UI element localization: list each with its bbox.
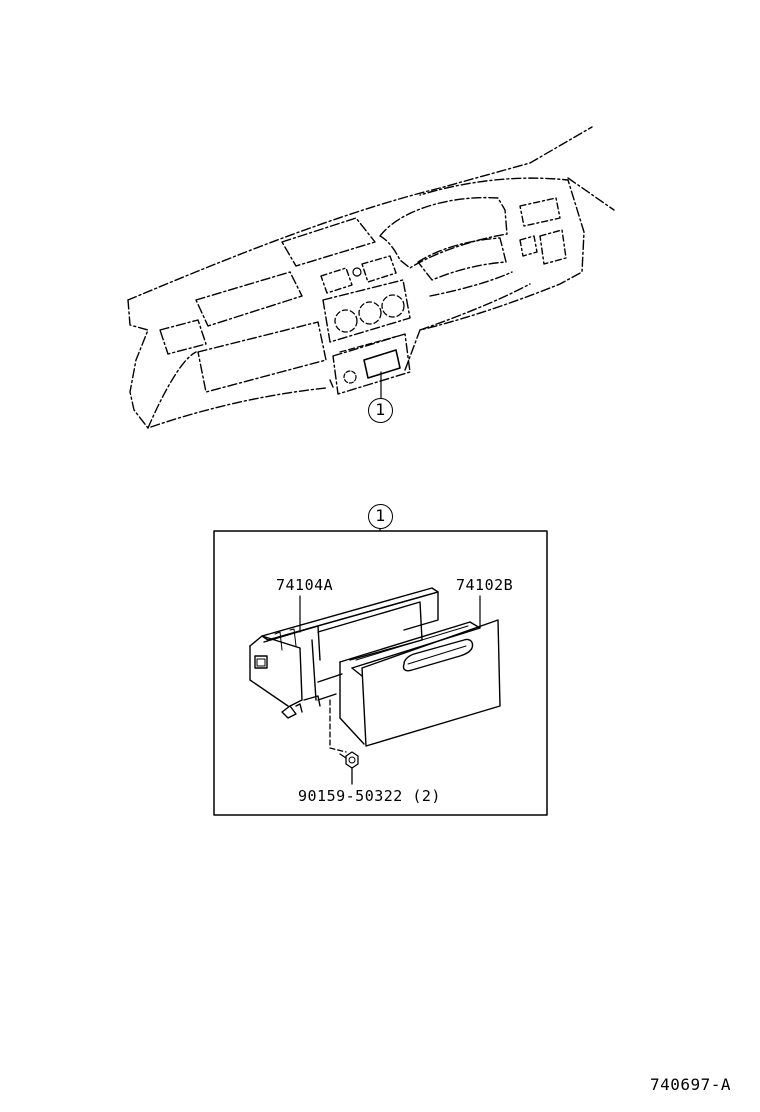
detail-frame <box>213 530 548 816</box>
pocket-drawer-drawing <box>339 619 501 747</box>
heater-control-panel <box>322 279 411 343</box>
center-lower-console <box>332 333 411 395</box>
center-clock <box>352 267 362 277</box>
right-switch-panel <box>539 229 567 265</box>
figure-code: 740697-A <box>650 1075 732 1094</box>
heater-control-knobs <box>334 294 405 333</box>
pocket-opening <box>363 349 401 379</box>
left-side-vent <box>159 319 207 355</box>
detail-box <box>213 530 548 816</box>
dashboard-outline <box>127 177 585 429</box>
windshield-outline <box>127 126 615 301</box>
defroster-vent <box>281 217 376 267</box>
instrument-cluster-hood <box>379 196 508 269</box>
console-switch <box>343 370 357 384</box>
lower-panel-edge <box>147 351 197 429</box>
lower-dash-right <box>419 283 531 331</box>
glove-box-panel <box>197 321 327 393</box>
dashboard-overview <box>127 126 615 429</box>
part-label-74104A: 74104A <box>276 576 334 594</box>
detail-callout-1: 1 <box>368 504 393 529</box>
overview-callout-1: 1 <box>368 398 393 423</box>
center-vent-left <box>320 267 353 294</box>
pocket-housing-drawing <box>249 587 439 719</box>
steering-column-area <box>429 271 513 297</box>
left-center-vent <box>195 271 303 327</box>
part-label-74102B: 74102B <box>456 576 514 594</box>
right-small-switch <box>519 235 538 257</box>
center-vent-right <box>361 255 397 283</box>
console-strip <box>339 335 399 353</box>
part-label-screw: 90159-50322 (2) <box>298 787 441 805</box>
instrument-cluster-inner <box>417 237 507 281</box>
screw-drawing <box>329 699 359 785</box>
right-side-vent <box>519 197 561 227</box>
